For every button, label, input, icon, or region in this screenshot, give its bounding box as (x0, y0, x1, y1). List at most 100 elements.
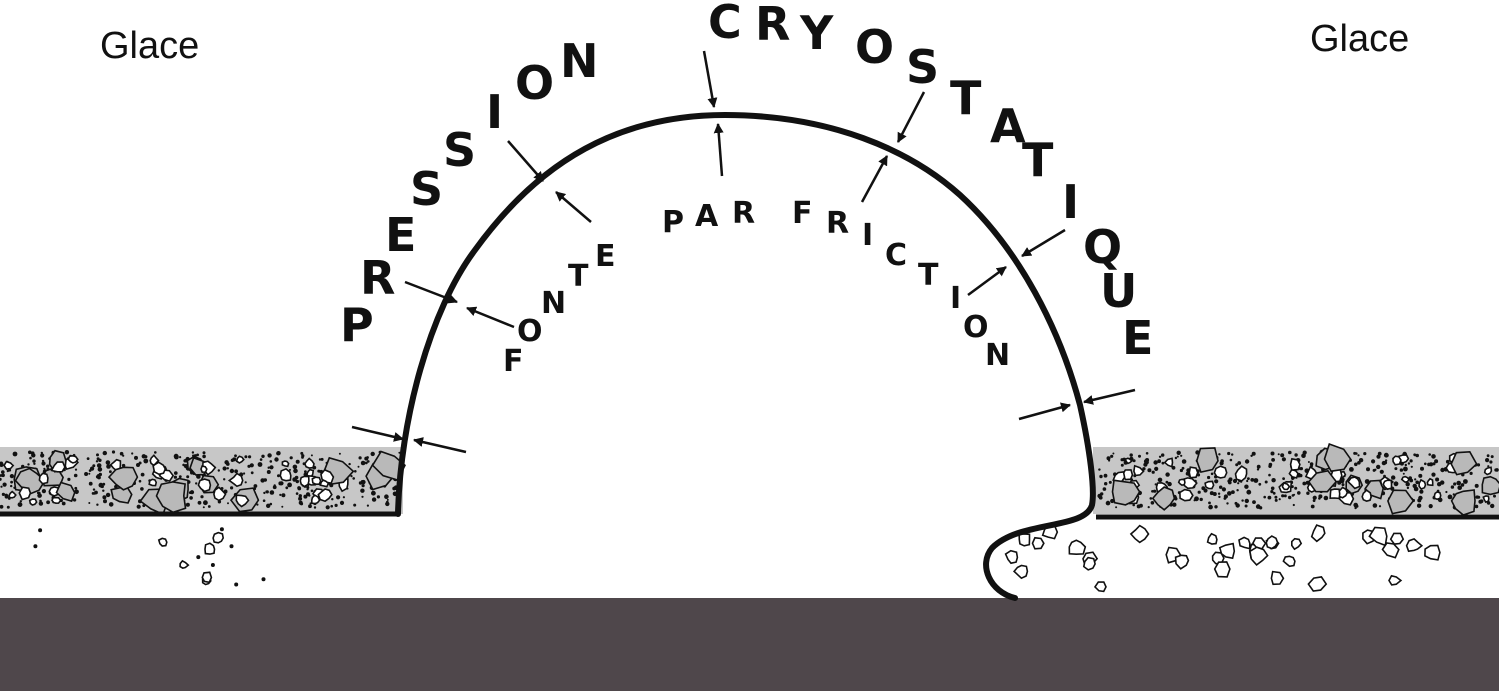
sediment-clast (1238, 536, 1251, 550)
sediment-dot (289, 468, 291, 471)
sediment-dot (1229, 458, 1233, 462)
till-clasts (3, 442, 1499, 516)
sediment-clast (1368, 526, 1388, 547)
sediment-dot (1150, 501, 1155, 505)
sediment-clast (1270, 570, 1285, 586)
sediment-clast (1177, 478, 1186, 486)
sediment-clast (1234, 465, 1248, 482)
sediment-clast (155, 481, 187, 514)
sediment-dot (92, 488, 96, 491)
sediment-dot (1099, 474, 1103, 479)
sediment-dot (1153, 489, 1157, 493)
sediment-dot (1154, 466, 1159, 471)
sediment-clast (1389, 532, 1405, 545)
sediment-dot (174, 471, 178, 475)
sediment-dot (1214, 505, 1218, 509)
sediment-dot (1416, 503, 1422, 508)
sediment-dot (1176, 450, 1181, 455)
sediment-dot (350, 475, 353, 478)
sediment-dot (1232, 478, 1238, 484)
sediment-clast (1163, 457, 1174, 468)
sediment-dot (0, 485, 3, 488)
sediment-dot (385, 501, 390, 507)
sediment-dot (1475, 495, 1479, 499)
sediment-dot (1469, 471, 1473, 475)
sediment-dot (1115, 506, 1118, 509)
sediment-dot (1440, 480, 1445, 485)
ice-label-left: Glace (100, 25, 199, 67)
sediment-dot (1318, 497, 1321, 500)
sediment-dot (1145, 452, 1149, 455)
sediment-clast (1218, 542, 1236, 560)
sediment-dot (386, 498, 389, 501)
sediment-dot (1474, 483, 1479, 488)
sediment-dot (360, 488, 365, 493)
sediment-dot (73, 473, 78, 478)
sediment-dot (46, 464, 50, 468)
sediment-dot (1181, 459, 1187, 464)
sediment-dot (320, 457, 324, 461)
friction-letter: O (963, 310, 989, 345)
pression-letter: I (486, 85, 503, 139)
sediment-dot (1486, 454, 1490, 458)
sediment-clast (1111, 479, 1141, 506)
sediment-dot (197, 500, 202, 505)
word-friction: F R I C T I O N (792, 196, 1010, 373)
sediment-clast (55, 481, 76, 503)
sediment-dot (360, 460, 366, 466)
sediment-dot (352, 477, 356, 480)
sediment-dot (1231, 453, 1234, 456)
sediment-dot (1181, 466, 1185, 470)
pression-letter: R (360, 251, 395, 305)
sediment-clast (1364, 479, 1385, 500)
sediment-clast (200, 465, 208, 474)
sediment-dot (4, 494, 9, 499)
sediment-dot (1272, 491, 1276, 495)
sediment-dot (1485, 458, 1490, 463)
sediment-dot (1172, 502, 1177, 507)
sediment-clast (51, 496, 62, 505)
sediment-dot (207, 505, 211, 508)
sediment-clast (1281, 482, 1291, 491)
sediment-dot (1420, 466, 1424, 471)
sediment-dot (1394, 467, 1398, 471)
pression-letter: P (340, 298, 374, 352)
cryostatique-letter: S (906, 40, 939, 94)
sediment-dot (136, 504, 141, 509)
sediment-dot (261, 454, 265, 458)
sediment-dot (269, 465, 274, 470)
sediment-dot (1277, 453, 1280, 456)
sediment-dot (1288, 450, 1292, 455)
sediment-dot (38, 501, 44, 506)
cavity-outline (395, 111, 1096, 601)
sediment-dot (370, 451, 375, 457)
sediment-dot (1256, 468, 1260, 471)
sediment-dot (1463, 479, 1468, 484)
sediment-dot (1384, 453, 1389, 458)
sediment-dot (178, 475, 182, 478)
sediment-dot (230, 458, 235, 462)
sediment-dot (131, 452, 134, 455)
fonte-letter: F (503, 344, 524, 379)
fonte-letter: T (568, 259, 589, 294)
sediment-dot (306, 488, 309, 491)
sediment-dot (318, 458, 322, 461)
sediment-dot (1208, 501, 1211, 505)
sediment-dot (1142, 467, 1146, 471)
sediment-dot (292, 477, 297, 482)
cryostatique-letter: I (1062, 175, 1079, 229)
sediment-dot (1490, 503, 1495, 509)
sediment-dot (357, 465, 360, 468)
sediment-dot (272, 485, 277, 490)
sediment-clast (281, 460, 290, 468)
sediment-dot (1431, 454, 1436, 459)
pression-letter: N (560, 34, 599, 88)
sediment-dot (330, 504, 334, 508)
sediment-dot (1379, 469, 1384, 474)
sediment-dot (293, 468, 298, 474)
sediment-dot (1372, 503, 1378, 508)
sediment-clast (149, 454, 160, 467)
sediment-dot (1431, 472, 1436, 477)
sediment-dot (1294, 453, 1298, 457)
sediment-dot (1487, 465, 1490, 468)
